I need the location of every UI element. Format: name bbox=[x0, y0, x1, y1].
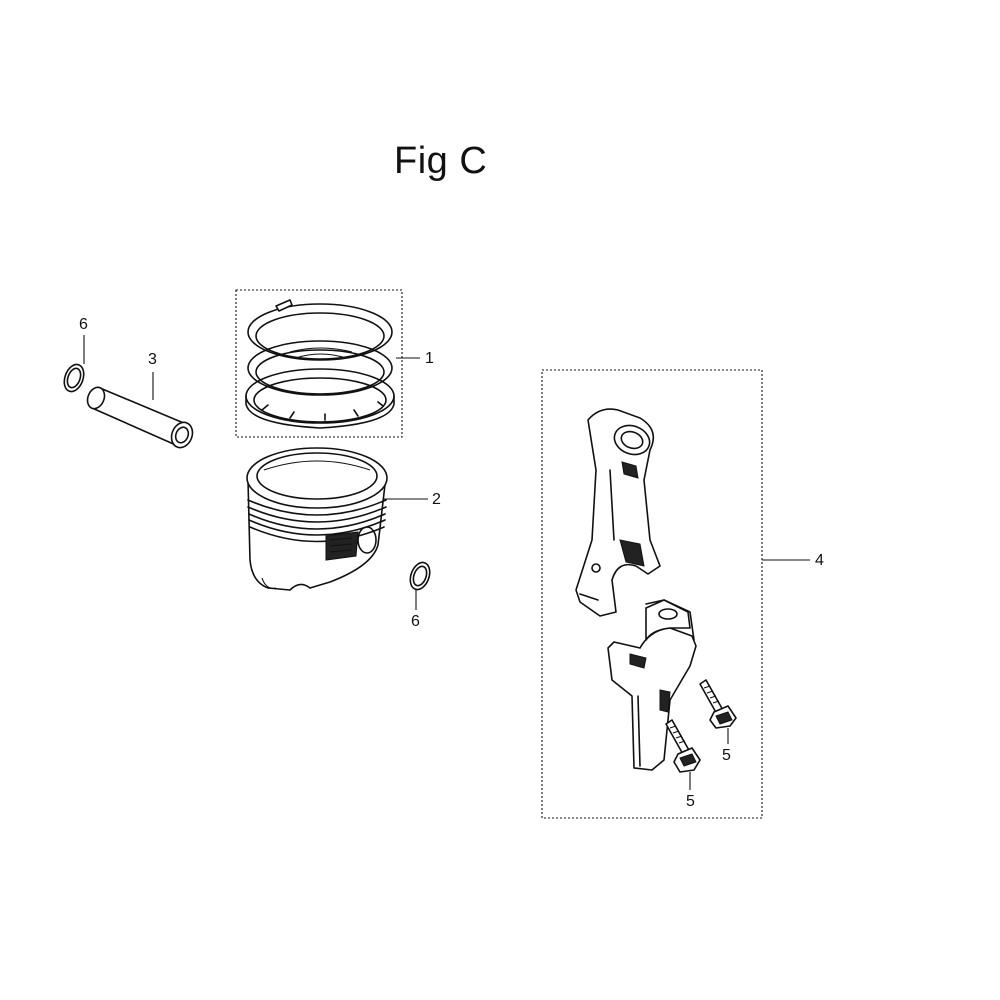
piston-pin-clip-left bbox=[63, 335, 85, 393]
figure-title: Fig C bbox=[394, 140, 488, 182]
piston-rings-set bbox=[235, 289, 420, 438]
connecting-rod-bolt-2 bbox=[665, 719, 701, 790]
piston-pin-clip-right bbox=[409, 561, 431, 610]
piston-rings-boundary-box bbox=[235, 289, 403, 438]
piston bbox=[246, 447, 428, 591]
piston-ring-top bbox=[247, 299, 393, 361]
callout-1: 1 bbox=[425, 350, 434, 367]
piston-ring-middle bbox=[247, 340, 393, 396]
callout-6-right: 6 bbox=[411, 613, 420, 630]
piston-pin bbox=[86, 372, 194, 449]
callout-3: 3 bbox=[148, 351, 157, 368]
connecting-rod-set bbox=[541, 369, 810, 819]
callout-5-upper: 5 bbox=[722, 747, 731, 764]
callout-4: 4 bbox=[815, 552, 824, 569]
callout-6-left: 6 bbox=[79, 316, 88, 333]
connecting-rod-boundary-box bbox=[541, 369, 763, 819]
piston-ring-oil bbox=[245, 368, 395, 429]
callout-2: 2 bbox=[432, 491, 441, 508]
connecting-rod-cap bbox=[607, 599, 697, 771]
callout-5-lower: 5 bbox=[686, 793, 695, 810]
connecting-rod-bolt-1 bbox=[699, 679, 737, 744]
connecting-rod-upper bbox=[575, 408, 661, 617]
